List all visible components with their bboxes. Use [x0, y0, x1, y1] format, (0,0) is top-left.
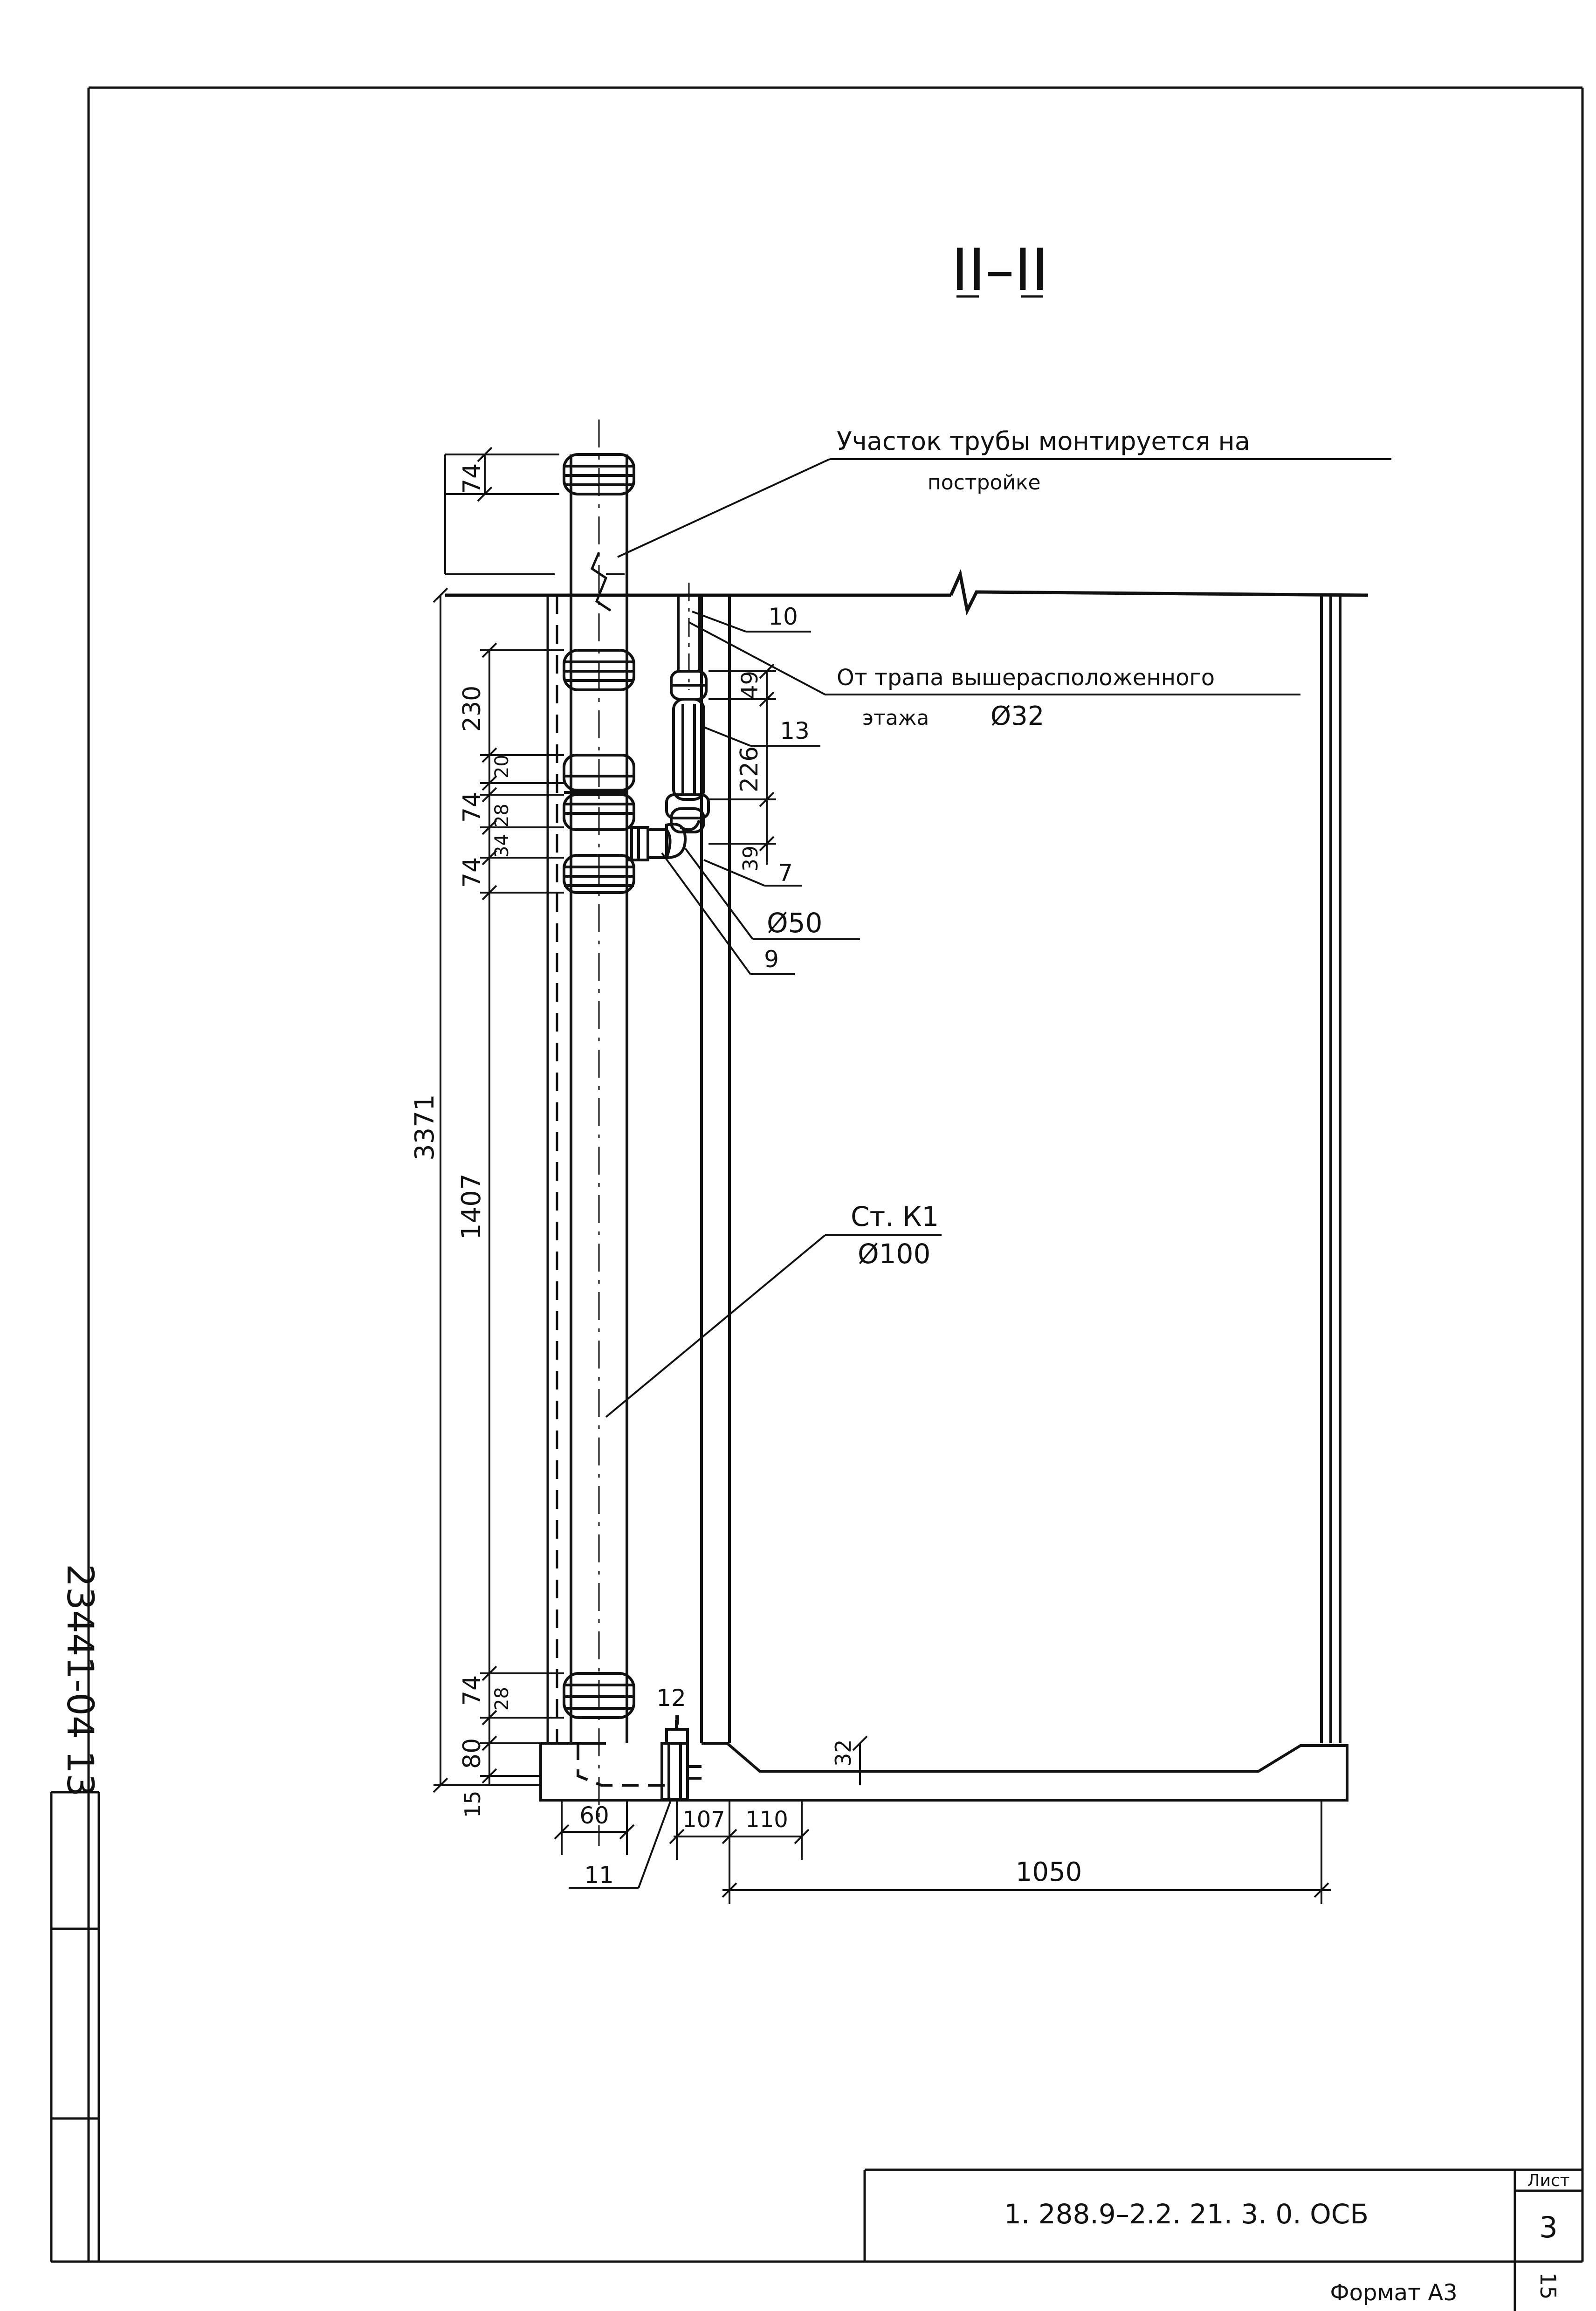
dim-1050: 1050: [1016, 1857, 1082, 1887]
dim-32: 32: [831, 1739, 856, 1767]
sheet-label: Лист: [1527, 2171, 1569, 2190]
dim-15: 15: [460, 1790, 485, 1818]
pipe-sockets: [563, 453, 635, 1719]
position-11: 11: [584, 1862, 614, 1889]
dim-1407: 1407: [456, 1173, 487, 1240]
side-stamp: 23441-04 13: [59, 1564, 101, 1797]
dim-107: 107: [682, 1807, 725, 1833]
riser-break-mark: [590, 552, 612, 612]
branch-diameter: Ø50: [767, 907, 822, 939]
dim-39: 39: [739, 846, 763, 872]
position-10: 10: [768, 603, 798, 630]
socket-5: [563, 854, 635, 894]
partition-wall: [700, 595, 731, 1743]
floor-slab: [539, 1742, 1348, 1802]
position-13: 13: [780, 717, 810, 744]
dim-74-c: 74: [458, 1675, 486, 1706]
socket-3: [563, 754, 635, 794]
drawing-number: 1. 288.9–2.2. 21. 3. 0. ОСБ: [1004, 2198, 1369, 2230]
riser-pipe: [570, 454, 667, 1787]
dim-28-b: 28: [491, 1687, 513, 1711]
drain-pipe: [665, 583, 710, 819]
ceiling-line: [445, 569, 1369, 616]
pipe-section-note-line1: Участок трубы монтируется на: [837, 426, 1250, 456]
wall-left: [546, 595, 558, 1743]
sheet-frame: [51, 86, 1584, 2263]
dim-28-a: 28: [491, 804, 513, 827]
socket-bottom: [563, 1672, 635, 1719]
position-9: 9: [764, 946, 779, 973]
position-7: 7: [778, 860, 793, 887]
dim-74-a: 74: [458, 792, 486, 823]
left-margin-strip: [50, 1791, 100, 2262]
leader-lines: [569, 458, 1391, 1889]
dimension-lines: [433, 447, 1331, 1904]
dim-20: 20: [491, 755, 513, 778]
position-12: 12: [656, 1685, 686, 1712]
dim-230: 230: [458, 686, 486, 732]
sheet-number: 3: [1539, 2210, 1557, 2244]
socket-2: [563, 649, 635, 691]
dim-80: 80: [458, 1738, 486, 1769]
bottom-fittings: [660, 1715, 702, 1801]
riser-label: Ст. К1: [851, 1201, 939, 1232]
section-title: II–II: [951, 237, 1048, 304]
dim-34: 34: [491, 834, 513, 858]
dim-3371: 3371: [410, 1094, 440, 1161]
title-block: [863, 2168, 1582, 2311]
dim-top-socket: 74: [458, 463, 486, 494]
drain-note-line1: От трапа вышерасположенного: [837, 665, 1215, 691]
riser-diameter: Ø100: [858, 1238, 930, 1270]
pipe-section-note-line2: постройке: [928, 471, 1041, 495]
drain-note-line2: этажа: [862, 706, 929, 730]
drain-diameter: Ø32: [991, 701, 1044, 731]
branch-tee: [626, 807, 705, 861]
wall-right: [1320, 595, 1341, 1743]
socket-4: [563, 793, 635, 831]
page-number: 15: [1535, 2272, 1561, 2300]
format-label: Формат А3: [1330, 2280, 1457, 2306]
dim-49: 49: [737, 671, 763, 699]
dim-110: 110: [745, 1807, 788, 1833]
socket-top: [563, 453, 635, 495]
dim-226: 226: [736, 746, 764, 792]
dim-60: 60: [579, 1802, 609, 1829]
dim-74-b: 74: [458, 857, 486, 888]
